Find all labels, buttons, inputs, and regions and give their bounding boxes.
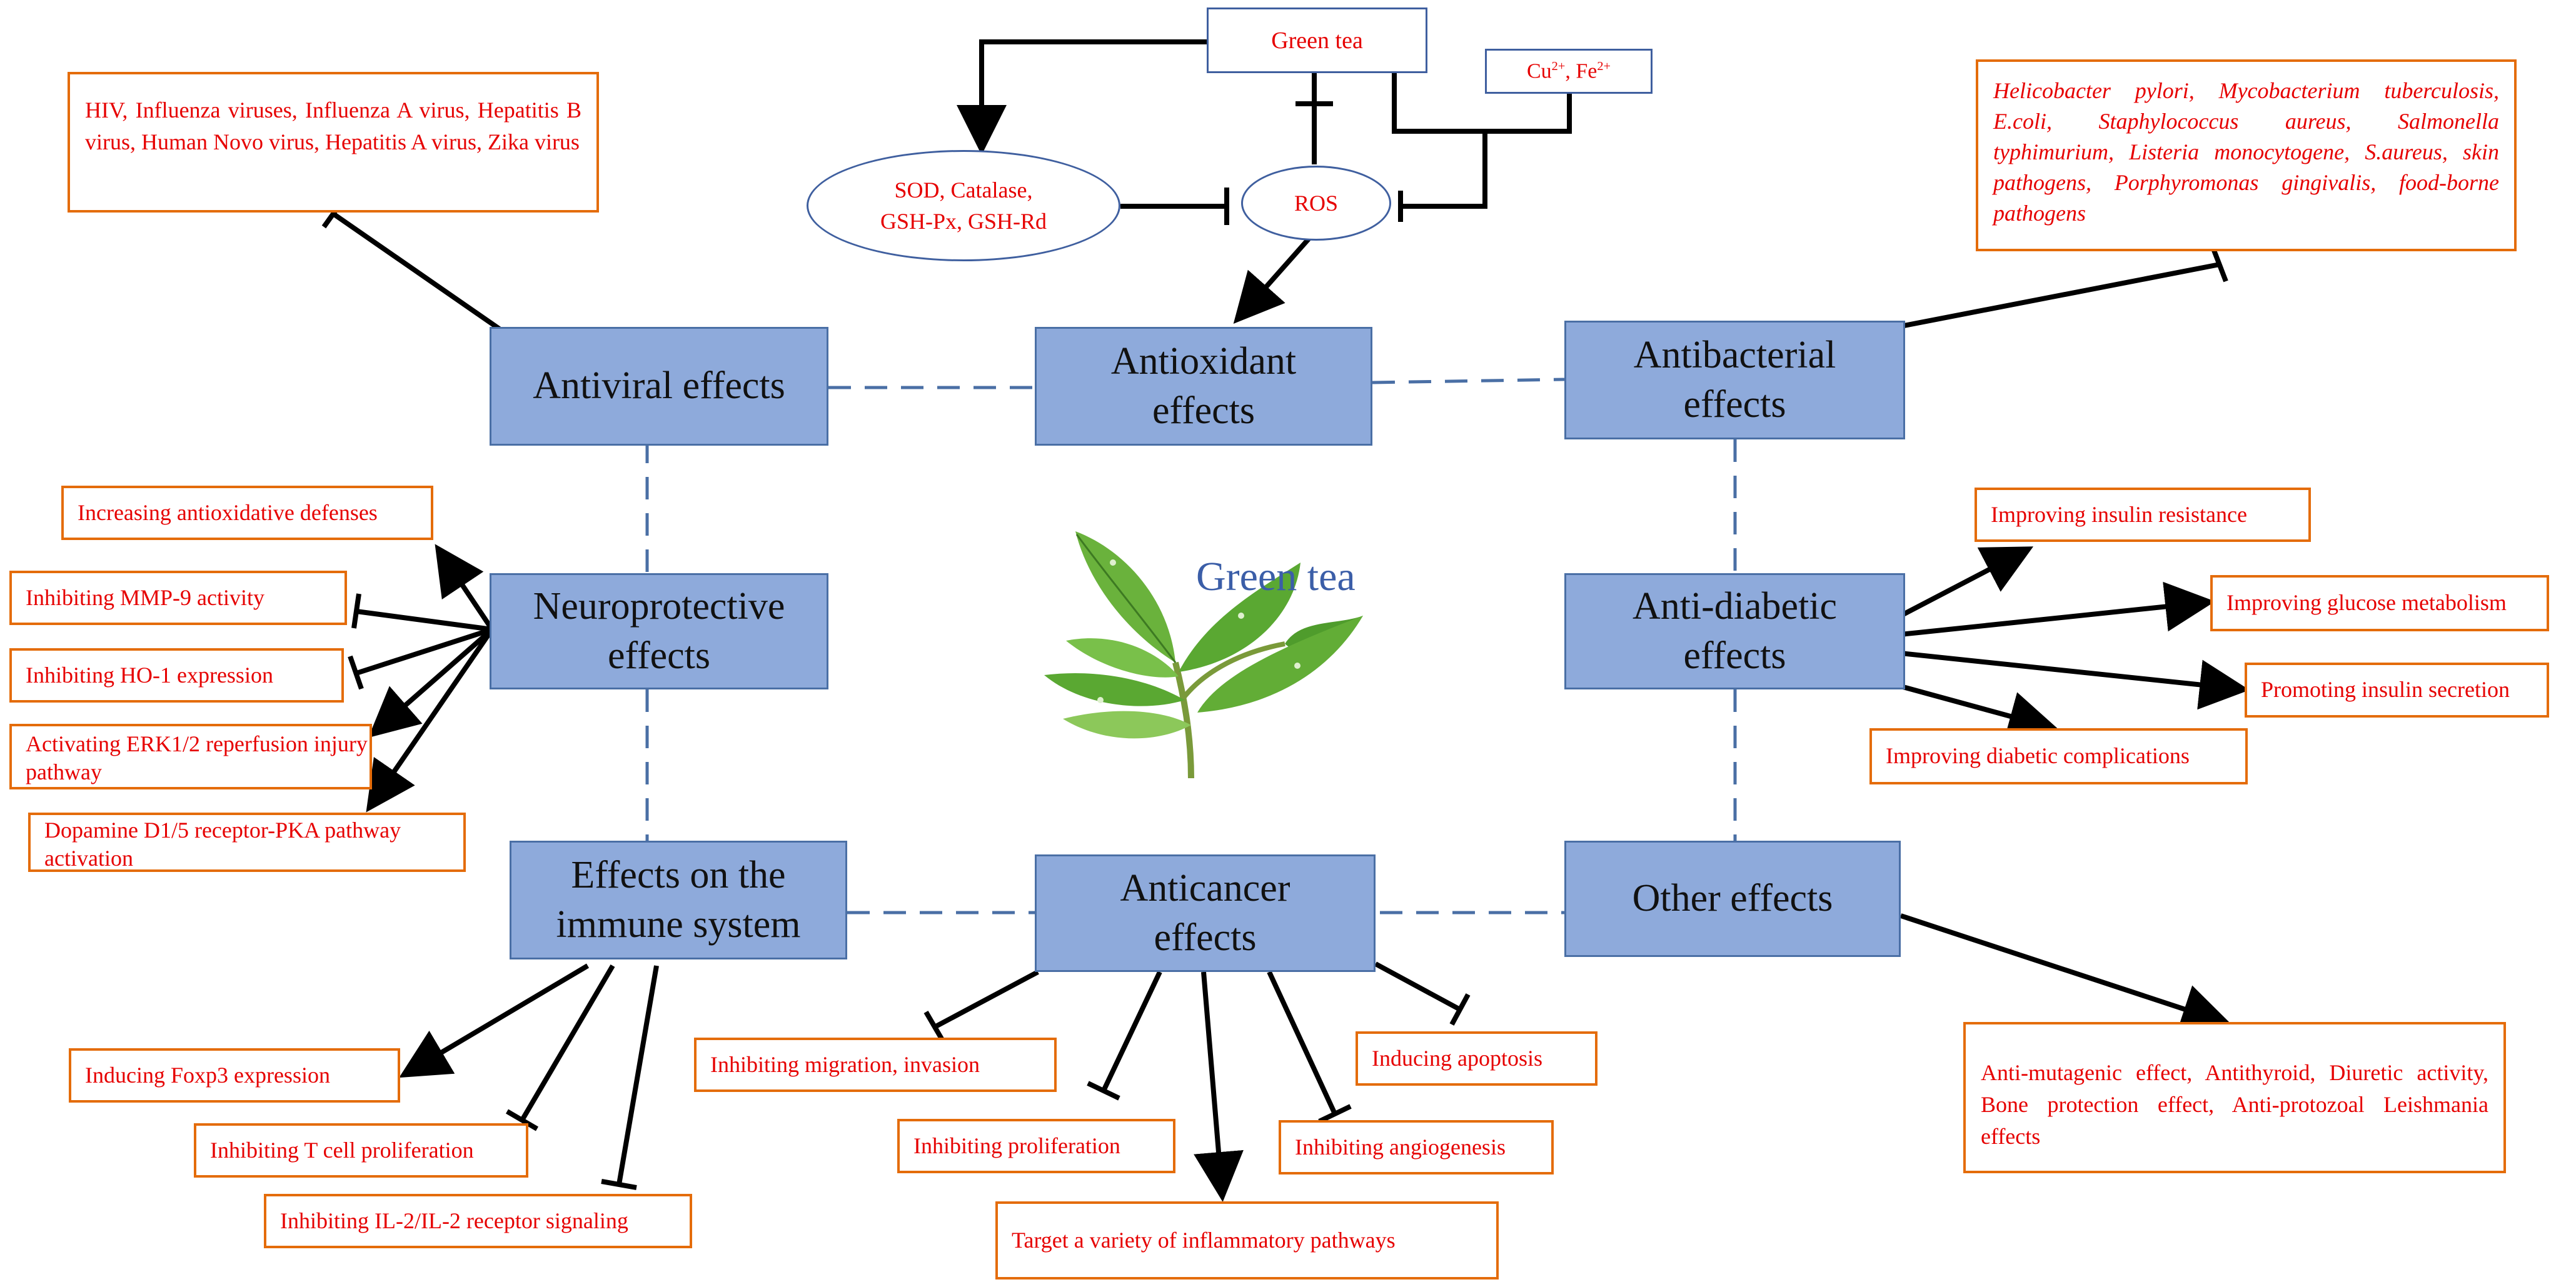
neuro-item: Dopamine D1/5 receptor-PKA pathway activ…	[28, 813, 466, 872]
ros-ellipse: ROS	[1241, 166, 1391, 241]
center-title: Green tea	[1196, 554, 1356, 599]
cancer-links	[923, 961, 1471, 1202]
immune-item: Inducing Foxp3 expression	[69, 1048, 400, 1103]
antiviral-targets-box: HIV, Influenza viruses, Influenza A viru…	[68, 72, 599, 213]
neuro-item: Activating ERK1/2 reperfusion injury pat…	[9, 724, 372, 789]
hub-antiviral: Antiviral effects	[490, 327, 828, 446]
other-links	[1899, 913, 2232, 1033]
antiviral-targets-text: HIV, Influenza viruses, Influenza A viru…	[85, 98, 581, 155]
neuro-links	[348, 544, 495, 813]
antibacterial-targets-text: Helicobacter pylori, Mycobacterium tuber…	[1993, 78, 2499, 226]
neuro-item: Inhibiting MMP-9 activity	[9, 571, 347, 625]
antibacterial-inhibit	[1900, 248, 2228, 329]
diabetic-item: Promoting insulin secretion	[2245, 663, 2549, 718]
cancer-item: Inhibiting proliferation	[897, 1119, 1175, 1173]
tea-leaf-icon	[1044, 531, 1363, 779]
cancer-item: Inhibiting migration, invasion	[694, 1038, 1057, 1092]
antibacterial-targets-box: Helicobacter pylori, Mycobacterium tuber…	[1976, 59, 2517, 251]
hub-other: Other effects	[1564, 841, 1901, 957]
hub-dashed-links	[645, 378, 1737, 914]
enzymes-ellipse: SOD, Catalase,GSH-Px, GSH-Rd	[807, 150, 1120, 261]
cancer-item: Target a variety of inflammatory pathway…	[995, 1201, 1499, 1279]
immune-links	[399, 963, 659, 1190]
diabetic-links	[1899, 546, 2250, 741]
other-targets-text: Anti-mutagenic effect, Antithyroid, Diur…	[1981, 1060, 2488, 1149]
neuro-item: Increasing antioxidative defenses	[61, 486, 433, 540]
immune-item: Inhibiting T cell proliferation	[194, 1123, 528, 1178]
neuro-item: Inhibiting HO-1 expression	[9, 648, 344, 703]
metal-ions-box: Cu2+, Fe2+	[1485, 49, 1653, 94]
cancer-item: Inducing apoptosis	[1356, 1031, 1597, 1086]
diabetic-item: Improving diabetic complications	[1869, 728, 2248, 784]
diabetic-item: Improving insulin resistance	[1975, 488, 2311, 542]
other-targets-box: Anti-mutagenic effect, Antithyroid, Diur…	[1963, 1022, 2506, 1173]
cancer-item: Inhibiting angiogenesis	[1279, 1120, 1554, 1174]
metal-ions-label: Cu2+, Fe2+	[1526, 59, 1611, 83]
antioxidant-flow	[957, 39, 1572, 324]
antiviral-inhibit	[321, 199, 502, 332]
immune-item: Inhibiting IL-2/IL-2 receptor signaling	[264, 1194, 692, 1248]
diabetic-item: Improving glucose metabolism	[2210, 575, 2549, 631]
green-tea-box: Green tea	[1207, 8, 1427, 73]
